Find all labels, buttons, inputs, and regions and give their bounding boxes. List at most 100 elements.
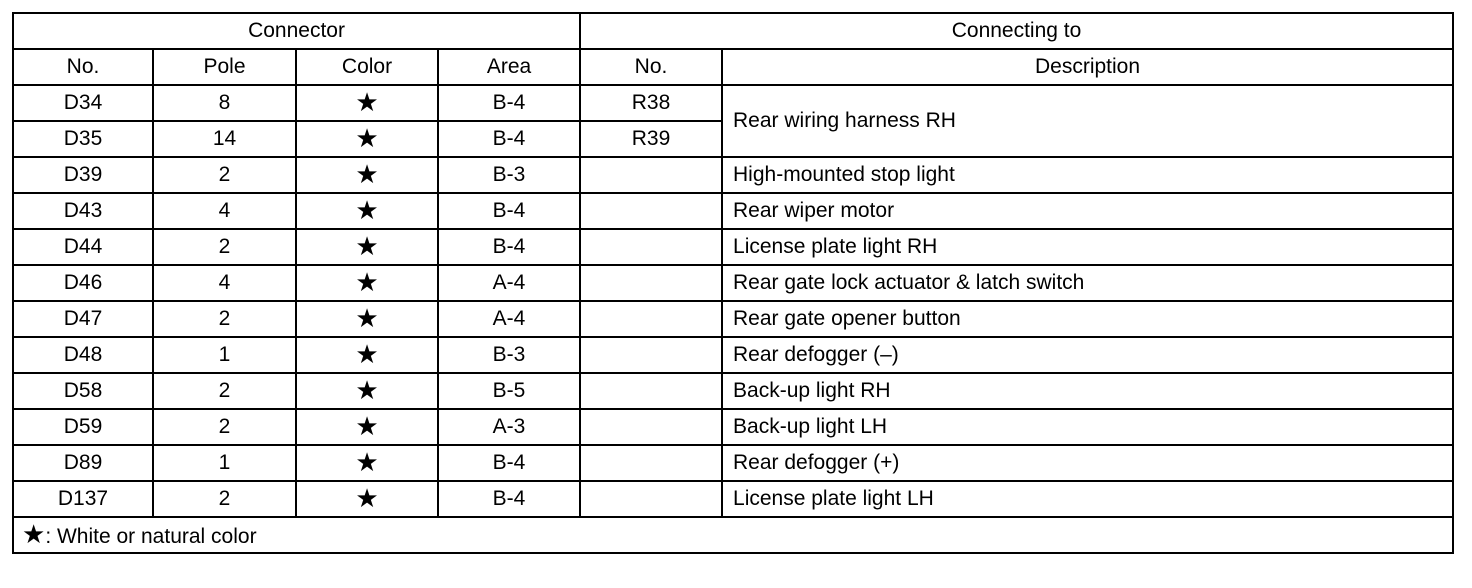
connecting-no xyxy=(579,192,724,230)
connecting-no: R38 xyxy=(579,84,724,122)
table-row: D48 1 ★ B-3 Rear defogger (–) xyxy=(12,336,1455,374)
color-cell: ★ xyxy=(295,444,439,482)
color-cell: ★ xyxy=(295,156,439,194)
pole-count: 1 xyxy=(152,444,297,482)
star-icon: ★ xyxy=(355,375,379,406)
area: A-3 xyxy=(436,408,582,446)
pole-count: 14 xyxy=(152,120,297,158)
pole-count: 2 xyxy=(152,408,297,446)
pole-count: 8 xyxy=(152,84,297,122)
pole-count: 2 xyxy=(152,228,297,266)
description: Rear gate lock actuator & latch switch xyxy=(721,264,1455,302)
area: B-5 xyxy=(436,372,582,410)
color-cell: ★ xyxy=(295,408,439,446)
header-connector: Connector xyxy=(11,12,582,50)
description: High-mounted stop light xyxy=(721,156,1455,194)
connector-no: D89 xyxy=(12,444,154,482)
area: A-4 xyxy=(436,264,582,302)
pole-count: 2 xyxy=(152,480,297,518)
connecting-no xyxy=(579,300,724,338)
star-icon: ★ xyxy=(355,267,379,298)
connecting-no xyxy=(579,336,724,374)
star-icon: ★ xyxy=(22,519,46,550)
header-area: Area xyxy=(436,48,582,86)
table-row: D43 4 ★ B-4 Rear wiper motor xyxy=(12,192,1455,230)
star-icon: ★ xyxy=(355,123,379,154)
pole-count: 2 xyxy=(152,156,297,194)
table-row: D47 2 ★ A-4 Rear gate opener button xyxy=(12,300,1455,338)
connecting-no: R39 xyxy=(579,120,724,158)
description: License plate light LH xyxy=(721,480,1455,518)
connecting-no xyxy=(579,444,724,482)
star-icon: ★ xyxy=(355,339,379,370)
footnote-text: : White or natural color xyxy=(45,524,257,548)
area: B-4 xyxy=(436,84,582,122)
pole-count: 1 xyxy=(152,336,297,374)
footnote: ★: White or natural color xyxy=(11,516,1455,554)
column-header-row: No. Pole Color Area No. Description xyxy=(12,48,1455,86)
color-cell: ★ xyxy=(295,120,439,158)
connecting-no xyxy=(579,480,724,518)
header-connecting-no: No. xyxy=(579,48,724,86)
color-cell: ★ xyxy=(295,336,439,374)
connecting-no xyxy=(579,408,724,446)
table-row: D35 14 ★ B-4 R39 xyxy=(12,120,1453,158)
table-row: D58 2 ★ B-5 Back-up light RH xyxy=(12,372,1455,410)
star-icon: ★ xyxy=(355,231,379,262)
description: Rear wiper motor xyxy=(721,192,1455,230)
color-cell: ★ xyxy=(295,372,439,410)
table-row: D137 2 ★ B-4 License plate light LH xyxy=(12,480,1455,518)
description: Back-up light RH xyxy=(721,372,1455,410)
description: Rear defogger (+) xyxy=(721,444,1455,482)
table-row: D39 2 ★ B-3 High-mounted stop light xyxy=(12,156,1455,194)
color-cell: ★ xyxy=(295,228,439,266)
area: B-4 xyxy=(436,192,582,230)
connector-no: D35 xyxy=(12,120,154,158)
header-no: No. xyxy=(12,48,154,86)
area: B-3 xyxy=(436,336,582,374)
connector-no: D58 xyxy=(12,372,154,410)
description: Rear defogger (–) xyxy=(721,336,1455,374)
area: B-4 xyxy=(436,480,582,518)
star-icon: ★ xyxy=(355,87,379,118)
star-icon: ★ xyxy=(355,303,379,334)
star-icon: ★ xyxy=(355,159,379,190)
area: B-4 xyxy=(436,120,582,158)
pole-count: 2 xyxy=(152,300,297,338)
color-cell: ★ xyxy=(295,480,439,518)
description: Rear gate opener button xyxy=(721,300,1455,338)
connecting-no xyxy=(579,228,724,266)
star-icon: ★ xyxy=(355,483,379,514)
connector-table: Connector Connecting to No. Pole Color A… xyxy=(11,12,1455,554)
description: Rear wiring harness RH xyxy=(721,84,1455,158)
connector-table-container: Connector Connecting to No. Pole Color A… xyxy=(11,12,1455,554)
connector-no: D34 xyxy=(12,84,154,122)
area: B-4 xyxy=(436,444,582,482)
connector-no: D47 xyxy=(12,300,154,338)
connector-no: D44 xyxy=(12,228,154,266)
header-pole: Pole xyxy=(152,48,297,86)
connector-no: D39 xyxy=(12,156,154,194)
connector-no: D137 xyxy=(12,480,154,518)
description: Back-up light LH xyxy=(721,408,1455,446)
color-cell: ★ xyxy=(295,84,439,122)
star-icon: ★ xyxy=(355,447,379,478)
header-description: Description xyxy=(721,48,1455,86)
header-color: Color xyxy=(295,48,439,86)
pole-count: 4 xyxy=(152,264,297,302)
connector-no: D43 xyxy=(12,192,154,230)
color-cell: ★ xyxy=(295,300,439,338)
table-row: D59 2 ★ A-3 Back-up light LH xyxy=(12,408,1455,446)
color-cell: ★ xyxy=(295,192,439,230)
connector-no: D46 xyxy=(12,264,154,302)
table-row: D46 4 ★ A-4 Rear gate lock actuator & la… xyxy=(12,264,1455,302)
area: B-4 xyxy=(436,228,582,266)
star-icon: ★ xyxy=(355,411,379,442)
connecting-no xyxy=(579,156,724,194)
connecting-no xyxy=(579,264,724,302)
table-row: D34 8 ★ B-4 R38 Rear wiring harness RH xyxy=(12,84,1455,158)
group-header-row: Connector Connecting to xyxy=(11,12,1455,50)
connector-no: D48 xyxy=(12,336,154,374)
pole-count: 4 xyxy=(152,192,297,230)
table-row: D89 1 ★ B-4 Rear defogger (+) xyxy=(12,444,1455,482)
